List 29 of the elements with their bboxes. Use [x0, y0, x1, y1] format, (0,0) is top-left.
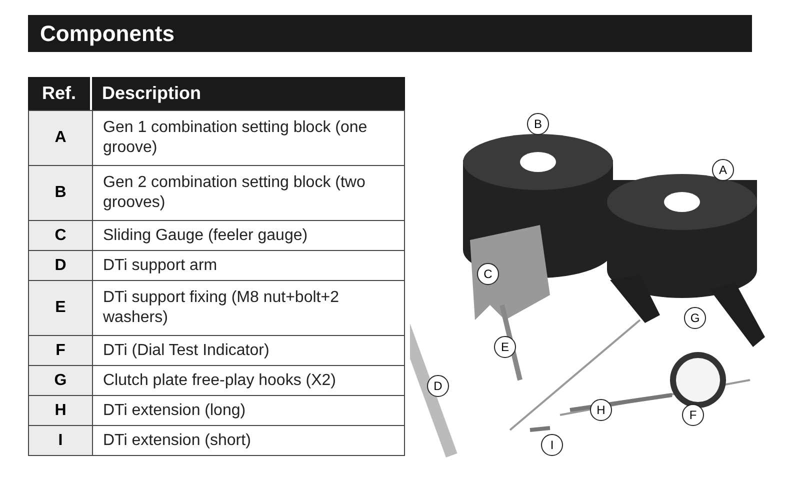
section-title: Components: [28, 15, 752, 52]
component-description: DTi (Dial Test Indicator): [92, 335, 405, 365]
reference-letter: C: [28, 220, 92, 250]
callout-letter: A: [712, 159, 734, 181]
component-description: Gen 1 combination setting block (one groove): [92, 110, 405, 165]
reference-letter: A: [28, 110, 92, 165]
reference-letter: F: [28, 335, 92, 365]
callout-letter: B: [527, 113, 549, 135]
callout-letter: G: [684, 307, 706, 329]
component-description: DTi support arm: [92, 250, 405, 280]
callout-letter: E: [494, 336, 516, 358]
reference-letter: D: [28, 250, 92, 280]
reference-letter: E: [28, 280, 92, 335]
reference-letter: H: [28, 395, 92, 425]
callout-letter: F: [682, 404, 704, 426]
reference-letter: B: [28, 165, 92, 220]
column-header: Ref.: [28, 77, 92, 110]
column-header: Description: [92, 77, 405, 110]
component-description: DTi extension (short): [92, 425, 405, 455]
callout-letter: H: [590, 399, 612, 421]
component-description: Sliding Gauge (feeler gauge): [92, 220, 405, 250]
callout-letter: D: [427, 375, 449, 397]
component-description: DTi extension (long): [92, 395, 405, 425]
component-description: Clutch plate free-play hooks (X2): [92, 365, 405, 395]
component-description: Gen 2 combination setting block (two grooves): [92, 165, 405, 220]
reference-letter: G: [28, 365, 92, 395]
callout-letter: I: [541, 434, 563, 456]
reference-letter: I: [28, 425, 92, 455]
component-description: DTi support fixing (M8 nut+bolt+2 washers): [92, 280, 405, 335]
